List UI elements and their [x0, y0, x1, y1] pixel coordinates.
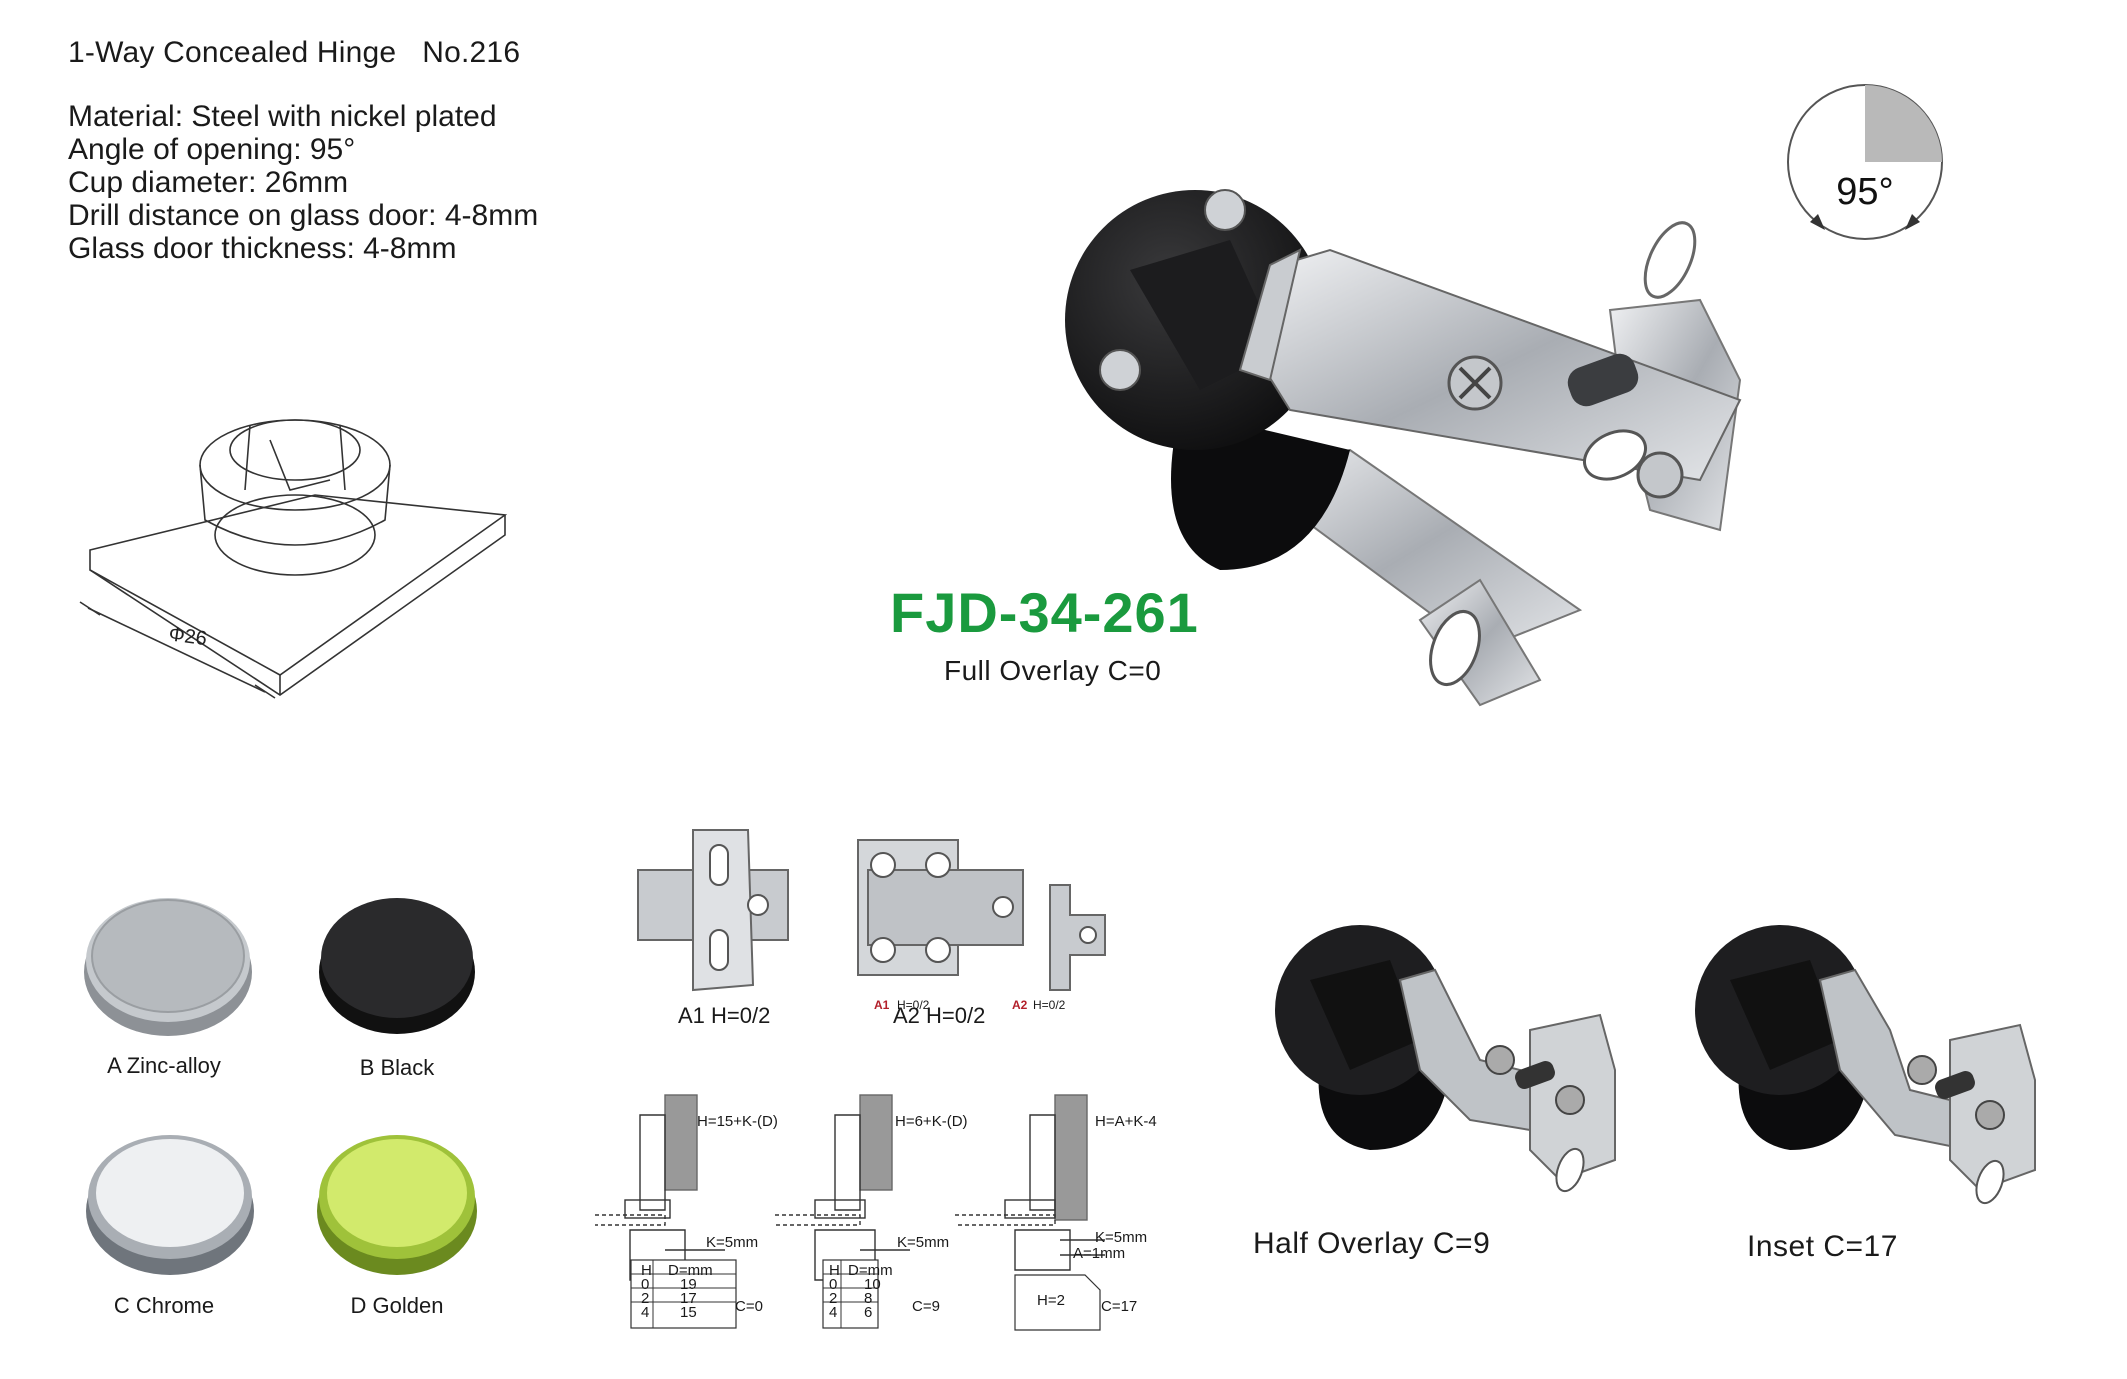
spec-material: Material: Steel with nickel plated	[68, 100, 497, 133]
diagram2-c: C=9	[912, 1298, 940, 1315]
spec-angle: Angle of opening: 95°	[68, 133, 356, 166]
diagram1-c: C=0	[735, 1298, 763, 1315]
cup-line-drawing: Φ26	[79, 419, 508, 699]
finish-black-label: B Black	[359, 1055, 435, 1080]
hinge-name: 1-Way Concealed Hinge	[68, 36, 397, 69]
product-title: 1-Way Concealed Hinge No.216	[68, 36, 520, 70]
diagram3-formula: H=A+K-4	[1095, 1113, 1157, 1130]
diagram2-k: K=5mm	[897, 1234, 950, 1251]
half-overlay-label: Half Overlay C=9	[1253, 1227, 1491, 1260]
plate-a2-mark: A2	[1012, 998, 1028, 1012]
diagram2-row3-h: 4	[829, 1304, 838, 1321]
diagram3-h: H=2	[1037, 1292, 1065, 1309]
diagram-inset	[955, 1094, 1105, 1331]
diagram2-formula: H=6+K-(D)	[895, 1113, 968, 1130]
diagram1-row1-h: 0	[641, 1276, 650, 1293]
finish-zinc-label: A Zinc-alloy	[107, 1053, 221, 1078]
diagram-full-overlay	[595, 1094, 737, 1329]
full-overlay-label: Full Overlay C=0	[944, 655, 1162, 686]
spec-drill-distance: Drill distance on glass door: 4-8mm	[68, 199, 539, 232]
plate-a2-mark-h: H=0/2	[1033, 998, 1066, 1012]
diagram1-k: K=5mm	[706, 1234, 759, 1251]
plate-a2-label: A2 H=0/2	[893, 1003, 986, 1028]
half-overlay-hinge-image	[1275, 925, 1616, 1193]
diagram2-d-header: D=mm	[848, 1262, 893, 1279]
diagram2-h-header: H	[829, 1262, 840, 1279]
angle-label: 95°	[1836, 171, 1893, 213]
diagram1-row3-h: 4	[641, 1304, 650, 1321]
diagram1-d-header: D=mm	[668, 1262, 713, 1279]
plate-a1-mark-h: H=0/2	[897, 998, 930, 1012]
finish-chrome-label: C Chrome	[113, 1293, 215, 1318]
model-code: FJD-34-261	[890, 581, 1199, 644]
spec-cup-diameter: Cup diameter: 26mm	[68, 166, 349, 199]
diagram1-formula: H=15+K-(D)	[697, 1113, 778, 1130]
inset-hinge-image	[1695, 925, 2036, 1205]
finish-golden-swatch	[312, 1115, 482, 1280]
plate-a1-label: A1 H=0/2	[678, 1003, 771, 1028]
inset-label: Inset C=17	[1747, 1230, 1898, 1263]
diagram3-a: A=1mm	[1073, 1245, 1126, 1262]
diagram2-row2-d: 8	[864, 1290, 873, 1307]
plate-a1-mark: A1	[874, 998, 890, 1012]
cup-dimension: Φ26	[167, 623, 208, 650]
diagram3-c: C=17	[1101, 1298, 1138, 1315]
finish-golden-label: D Golden	[350, 1293, 444, 1318]
diagram2-row2-h: 2	[829, 1290, 838, 1307]
plate-a2-image	[857, 839, 1024, 976]
finish-black-swatch	[312, 880, 482, 1040]
diagram1-h-header: H	[641, 1262, 652, 1279]
diagram1-row2-h: 2	[641, 1290, 650, 1307]
spec-list: Material: Steel with nickel plated Angle…	[68, 100, 538, 265]
diagram2-row1-d: 10	[864, 1276, 881, 1293]
diagram2-row1-h: 0	[829, 1276, 838, 1293]
plate-a1-image	[637, 829, 789, 992]
finish-zinc-swatch	[78, 880, 258, 1040]
finish-chrome-swatch	[80, 1115, 260, 1280]
diagram1-row3-d: 15	[680, 1304, 697, 1321]
hinge-number: No.216	[422, 36, 521, 69]
main-hinge-image	[1065, 189, 1742, 707]
plate-side-image	[1049, 884, 1106, 991]
diagram3-k: K=5mm	[1095, 1229, 1148, 1246]
diagram1-row2-d: 17	[680, 1290, 697, 1307]
spec-glass-thickness: Glass door thickness: 4-8mm	[68, 232, 457, 265]
diagram1-row1-d: 19	[680, 1276, 697, 1293]
diagram2-row3-d: 6	[864, 1304, 873, 1321]
diagram-half-overlay	[775, 1094, 910, 1329]
opening-angle-badge: 95°	[1787, 84, 1943, 240]
